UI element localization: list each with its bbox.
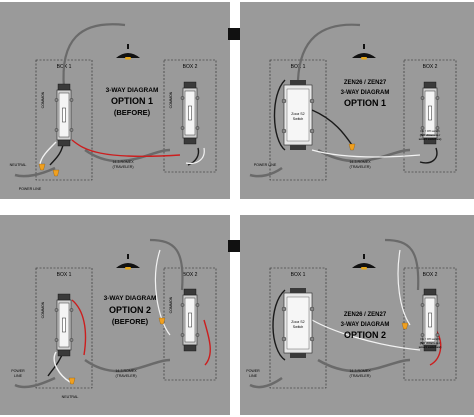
- black-wire-box2: [419, 147, 438, 164]
- black-wire: [272, 289, 286, 361]
- light-switch-icon: [54, 83, 74, 147]
- traveler-cable: [317, 358, 411, 373]
- diagram-title-line1: 3-WAY DIAGRAM: [104, 295, 157, 302]
- box1-outline: [269, 267, 327, 389]
- panel-zen-option2: BOX 1 BOX 2 ZEN26 / ZEN27 3-WAY DIAGRAM …: [240, 215, 474, 415]
- box2-outline: [403, 59, 457, 173]
- light-switch-icon: [180, 81, 200, 145]
- neutral-label: NEUTRAL: [10, 163, 27, 167]
- power-line-label-line2: LINE: [249, 374, 258, 378]
- panel-option1-before: BOX 1 BOX 2 3-WAY DIAGRAM OPTION 1 (BEFO…: [0, 2, 230, 199]
- aux-note-line3: smart switches): [419, 137, 442, 141]
- romex-label-line1: 14-3 ROMEX: [349, 160, 371, 164]
- romex-label-line1: 14-3 ROMEX: [115, 369, 137, 373]
- power-cable: [14, 376, 56, 389]
- common-label: COMMON: [41, 91, 45, 108]
- black-wire: [273, 79, 286, 151]
- common-label: COMMON: [41, 301, 45, 318]
- white-wire: [311, 319, 421, 351]
- power-cable: [14, 166, 56, 178]
- box1-label: BOX 1: [291, 272, 306, 278]
- panel-option2-before: BOX 1 BOX 2 3-WAY DIAGRAM OPTION 2 (BEFO…: [0, 215, 230, 415]
- romex-label-line2: (TRAVELER): [349, 374, 370, 378]
- romex-label-line2: (TRAVELER): [112, 165, 133, 169]
- white-wire: [53, 351, 71, 383]
- diagram-title-line1: ZEN26 / ZEN27: [344, 312, 387, 318]
- white-wire-box2: [185, 147, 205, 165]
- power-line-label: POWER LINE: [254, 163, 277, 167]
- lamp-cable: [384, 238, 420, 291]
- lamp-cable: [296, 23, 361, 81]
- romex-label-line2: (TRAVELER): [115, 374, 136, 378]
- red-wire: [71, 139, 181, 158]
- diagram-title-line1: ZEN26 / ZEN27: [344, 80, 387, 86]
- romex-label-line1: 14-3 ROMEX: [349, 369, 371, 373]
- black-wire: [311, 109, 353, 146]
- red-wire: [71, 299, 87, 356]
- lamp-cable: [149, 238, 184, 291]
- white-wire: [39, 141, 57, 166]
- switch-label-line1: Zooz S2: [291, 112, 304, 116]
- diagram-title-line3: (BEFORE): [114, 108, 151, 117]
- aux-note-line1: On / Off switch: [420, 129, 440, 133]
- aux-note-line3: smart switches): [419, 345, 442, 349]
- black-wire-box2: [187, 147, 200, 166]
- box1-label: BOX 1: [57, 272, 72, 278]
- traveler-cable: [84, 148, 171, 163]
- common-label: COMMON: [169, 296, 173, 313]
- switch-label-line2: Switch: [293, 325, 304, 329]
- power-line-label-line1: POWER: [11, 369, 25, 373]
- diagram-title-line2: OPTION 1: [111, 96, 153, 106]
- lamp-cable: [62, 23, 126, 89]
- box2-outline: [163, 267, 217, 381]
- red-wire-box2: [203, 319, 211, 366]
- common-label: COMMON: [169, 91, 173, 108]
- box2-label: BOX 2: [183, 64, 198, 70]
- box2-label: BOX 2: [423, 272, 438, 278]
- romex-label-line2: (TRAVELER): [349, 165, 370, 169]
- power-line-label: POWER LINE: [19, 187, 42, 191]
- romex-label-line1: 14-3 ROMEX: [112, 160, 134, 164]
- aux-note-line2: (NO dimmers /: [420, 341, 441, 345]
- traveler-cable: [84, 358, 171, 373]
- light-switch-icon: [54, 293, 74, 357]
- neutral-label: NEUTRAL: [62, 395, 79, 399]
- panel-zen-option1: BOX 1 BOX 2 ZEN26 / ZEN27 3-WAY DIAGRAM …: [240, 2, 474, 199]
- power-cable: [249, 166, 283, 178]
- traveler-cable: [317, 148, 411, 163]
- box1-outline: [269, 59, 327, 181]
- power-cable: [249, 376, 283, 389]
- box2-outline: [403, 267, 457, 381]
- box2-label: BOX 2: [183, 272, 198, 278]
- diagram-title-line2: 3-WAY DIAGRAM: [341, 322, 390, 328]
- box2-outline: [163, 59, 217, 173]
- white-wire: [154, 249, 171, 336]
- switch-label-line1: Zooz S2: [291, 320, 304, 324]
- diagram-title-line1: 3-WAY DIAGRAM: [106, 87, 159, 94]
- box1-outline: [35, 267, 93, 389]
- aux-note-line2: (NO dimmers /: [420, 133, 441, 137]
- white-wire: [311, 149, 421, 158]
- box1-label: BOX 1: [291, 64, 306, 70]
- aux-note-line1: On / Off switch: [420, 337, 440, 341]
- diagram-title-line3: (BEFORE): [112, 317, 149, 326]
- box2-label: BOX 2: [423, 64, 438, 70]
- diagram-title-line2: OPTION 2: [109, 305, 151, 315]
- diagram-title-line3: OPTION 1: [344, 98, 386, 108]
- light-switch-icon: [180, 288, 200, 352]
- diagram-title-line2: 3-WAY DIAGRAM: [341, 90, 390, 96]
- power-line-label-line2: LINE: [14, 374, 23, 378]
- power-line-label-line1: POWER: [246, 369, 260, 373]
- diagram-title-line3: OPTION 2: [344, 330, 386, 340]
- white-wire: [397, 249, 411, 326]
- switch-label-line2: Switch: [293, 117, 304, 121]
